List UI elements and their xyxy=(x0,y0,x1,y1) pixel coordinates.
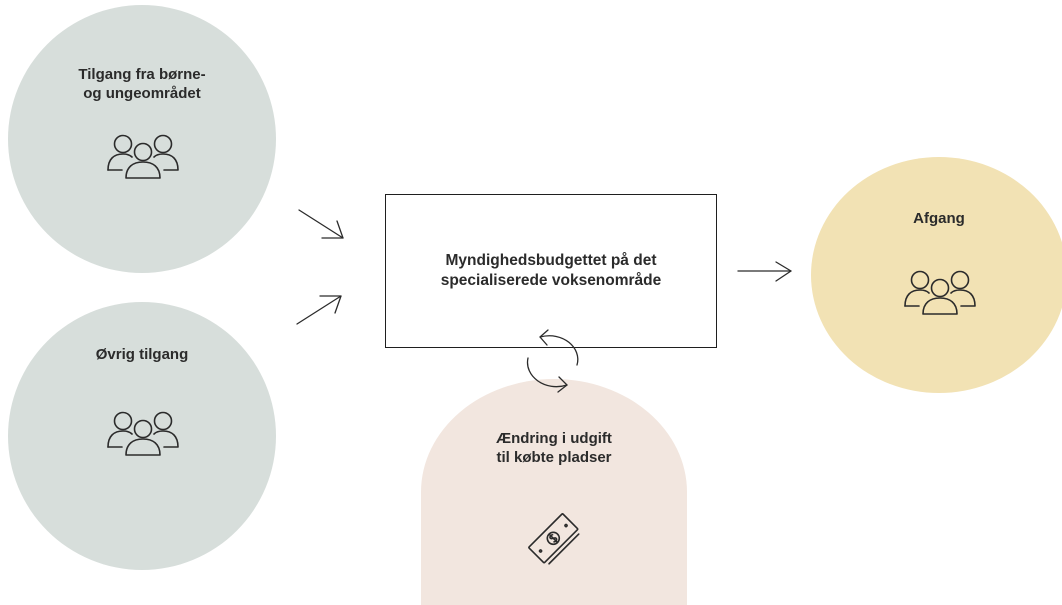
node-aendring: Ændring i udgift til købte pladser xyxy=(421,379,687,605)
node-oevrig-tilgang-label: Øvrig tilgang xyxy=(95,346,189,363)
people-icon xyxy=(105,410,181,461)
node-tilgang-boern-label: Tilgang fra børne- og ungeområdet xyxy=(78,66,206,102)
central-budget-label: Myndighedsbudgettet på det specialisered… xyxy=(440,252,662,289)
central-budget-box: Myndighedsbudgettet på det specialisered… xyxy=(385,194,717,348)
node-aendring-label: Ændring i udgift til købte pladser xyxy=(496,430,612,466)
people-icon xyxy=(902,269,978,320)
people-icon xyxy=(105,133,181,184)
node-afgang-label: Afgang xyxy=(913,210,965,227)
money-icon xyxy=(524,509,584,574)
arrow-from-tilgang-boern xyxy=(298,209,344,239)
arrow-to-afgang xyxy=(737,261,792,282)
node-afgang: Afgang xyxy=(811,157,1062,393)
node-tilgang-boern: Tilgang fra børne- og ungeområdet xyxy=(8,5,276,273)
node-oevrig-tilgang: Øvrig tilgang xyxy=(8,302,276,570)
arrow-from-oevrig xyxy=(296,295,342,325)
